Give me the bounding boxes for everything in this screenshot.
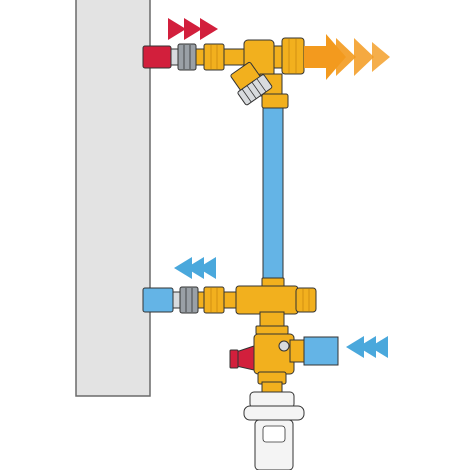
safety-group-valve xyxy=(253,333,305,393)
cold-water-supply-pipe xyxy=(303,336,339,366)
hot-water-inlet-arrows xyxy=(168,18,218,40)
cold-water-return-arrows xyxy=(174,257,216,279)
hot-water-brass-fitting xyxy=(195,43,247,71)
vertical-crossover-pipe xyxy=(262,107,284,281)
hot-water-y-tee-strainer xyxy=(230,61,273,106)
cold-water-brass-tee xyxy=(197,285,317,335)
hot-water-outlet-pipe xyxy=(142,45,172,69)
cold-water-inlet-pipe xyxy=(142,287,174,313)
drain-siphon xyxy=(243,391,305,470)
cold-water-supply-arrows xyxy=(346,336,388,358)
hot-water-outlet-arrows xyxy=(304,34,390,80)
hot-water-dielectric-union xyxy=(170,43,197,71)
water-heater-tank xyxy=(75,0,151,397)
cold-water-dielectric-union xyxy=(172,286,199,314)
pressure-relief-cap xyxy=(229,345,255,371)
